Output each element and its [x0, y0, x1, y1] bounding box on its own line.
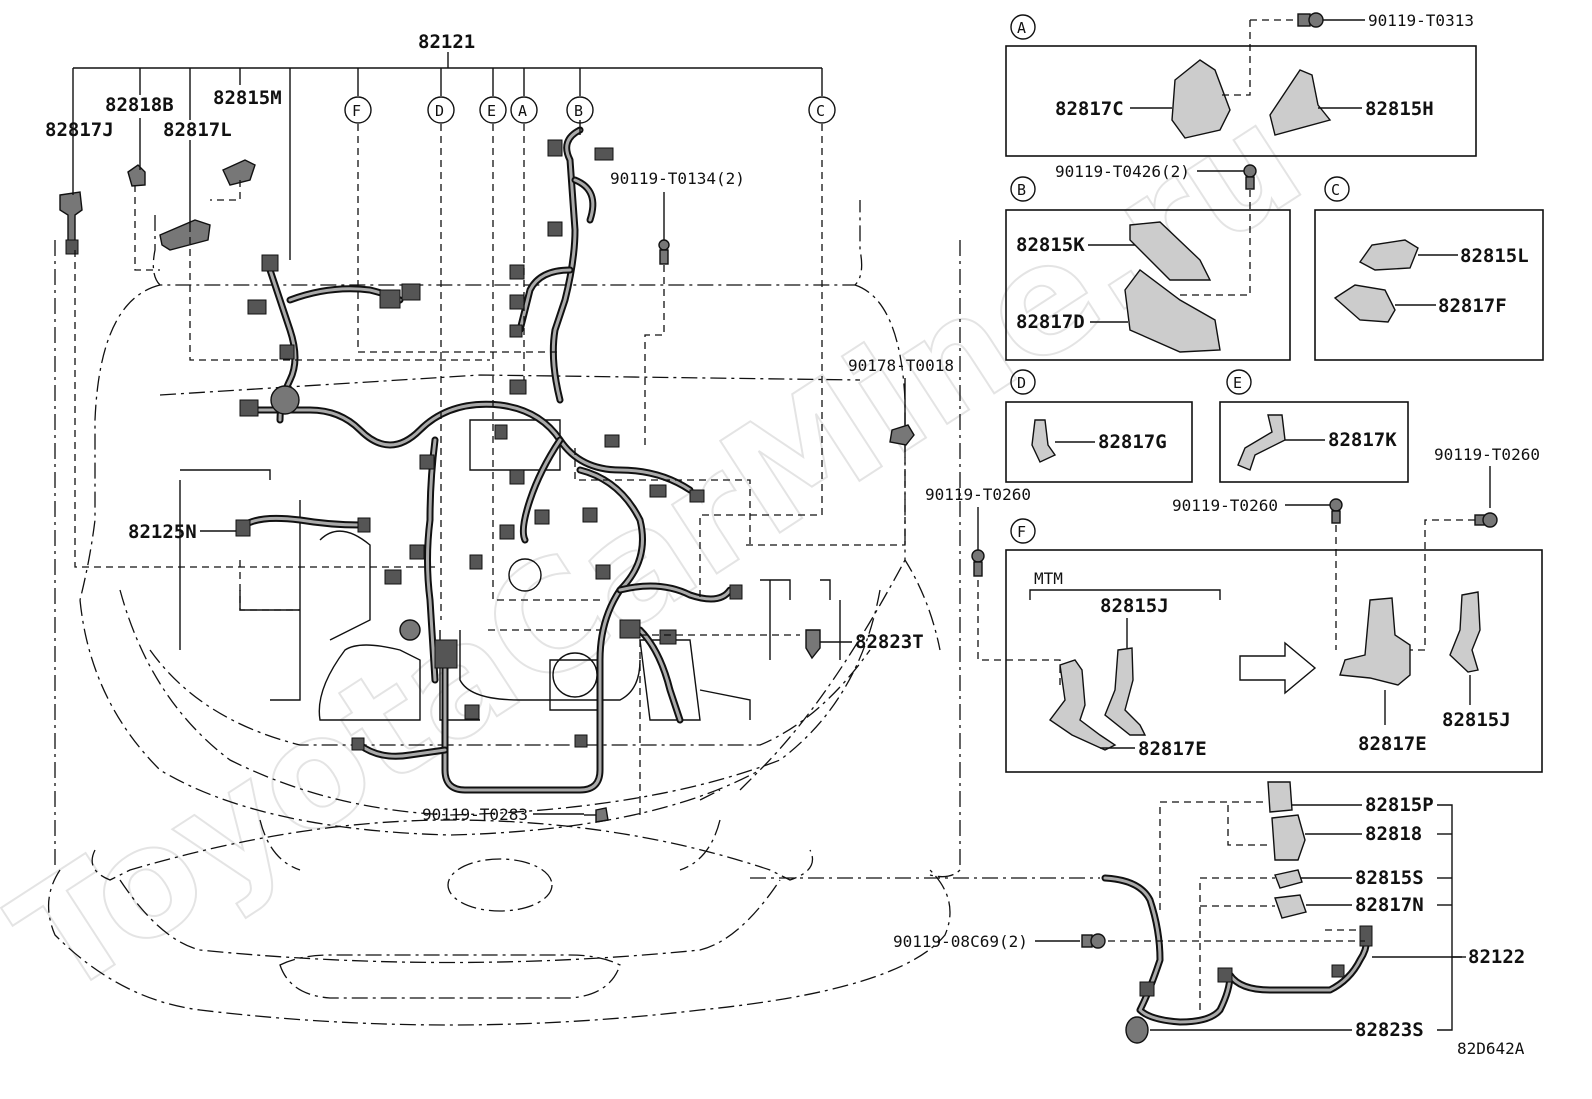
svg-text:C: C: [816, 102, 825, 120]
diagram-code: 82D642A: [1457, 1039, 1525, 1058]
label-82817G[interactable]: 82817G: [1098, 431, 1167, 453]
label-82121[interactable]: 82121: [418, 31, 475, 53]
label-82815K[interactable]: 82815K: [1016, 234, 1085, 256]
label-82823T[interactable]: 82823T: [855, 631, 924, 653]
callout-b: B: [566, 96, 594, 124]
car-body-outline: [47, 200, 961, 1026]
label-90119-T0260-mid[interactable]: 90119-T0260: [1172, 496, 1278, 515]
label-82823S[interactable]: 82823S: [1355, 1019, 1424, 1041]
label-82815L[interactable]: 82815L: [1460, 245, 1529, 267]
label-90119-T0313[interactable]: 90119-T0313: [1368, 11, 1474, 30]
svg-text:E: E: [487, 102, 496, 120]
engine-harness-82121: [235, 126, 743, 794]
label-90119-T0426[interactable]: 90119-T0426(2): [1055, 162, 1190, 181]
label-90119-T0283[interactable]: 90119-T0283: [422, 805, 528, 824]
callout-d: D: [427, 96, 455, 124]
svg-text:D: D: [435, 102, 444, 120]
label-82817D[interactable]: 82817D: [1016, 311, 1085, 333]
label-90119-T0134[interactable]: 90119-T0134(2): [610, 169, 745, 188]
harness-82122: 82815P 82818 82815S 82817N 82122 82823S …: [750, 781, 1525, 1044]
label-82122[interactable]: 82122: [1468, 946, 1525, 968]
label-82817K[interactable]: 82817K: [1328, 429, 1397, 451]
detail-box-b: B 90119-T0426(2) 82815K 82817D: [1005, 162, 1291, 361]
label-82817C[interactable]: 82817C: [1055, 98, 1124, 120]
label-82818B[interactable]: 82818B: [105, 94, 174, 116]
label-82817L[interactable]: 82817L: [163, 119, 232, 141]
svg-text:F: F: [1017, 523, 1026, 541]
label-mtm: MTM: [1034, 569, 1063, 588]
detail-box-c: C 82815L 82817F: [1314, 176, 1544, 361]
label-82817E-right[interactable]: 82817E: [1358, 733, 1427, 755]
label-82817E-left[interactable]: 82817E: [1138, 738, 1207, 760]
label-82815J-left[interactable]: 82815J: [1100, 595, 1169, 617]
label-90119-T0260-left[interactable]: 90119-T0260: [925, 485, 1031, 504]
label-82815P[interactable]: 82815P: [1365, 794, 1434, 816]
detail-box-f: 90119-T0260 90119-T0260 90119-T0260 F MT…: [925, 445, 1543, 773]
callout-f: F: [344, 96, 372, 124]
label-82818[interactable]: 82818: [1365, 823, 1422, 845]
label-82815H[interactable]: 82815H: [1365, 98, 1434, 120]
callout-a: A: [510, 96, 538, 124]
label-82815J-right[interactable]: 82815J: [1442, 709, 1511, 731]
svg-text:B: B: [1017, 181, 1026, 199]
detail-box-a: A 90119-T0313 82817C 82815H: [1005, 11, 1477, 157]
arrow-right-icon: [1239, 641, 1317, 695]
harness-header-lines: [72, 52, 823, 260]
detail-box-d: D 82817G: [1005, 369, 1193, 483]
svg-text:B: B: [574, 102, 583, 120]
label-90178-T0018[interactable]: 90178-T0018: [848, 356, 954, 375]
svg-text:D: D: [1017, 374, 1026, 392]
left-small-parts: [59, 159, 915, 823]
engine-sketch: [179, 419, 841, 721]
main-callouts: F D E A B C: [344, 96, 836, 124]
callout-e: E: [479, 96, 507, 124]
label-90119-08C69[interactable]: 90119-08C69(2): [893, 932, 1028, 951]
main-labels: 82121 82817J 82818B 82817L 82815M 82125N…: [45, 31, 954, 824]
callout-c: C: [808, 96, 836, 124]
label-82815M[interactable]: 82815M: [213, 87, 282, 109]
svg-text:A: A: [1017, 19, 1026, 37]
label-82125N[interactable]: 82125N: [128, 521, 197, 543]
svg-text:C: C: [1331, 181, 1340, 199]
label-90119-T0260-right[interactable]: 90119-T0260: [1434, 445, 1540, 464]
svg-text:A: A: [518, 102, 527, 120]
harness-dashed-ties: [74, 124, 906, 815]
label-82817F[interactable]: 82817F: [1438, 295, 1507, 317]
label-82817N[interactable]: 82817N: [1355, 894, 1424, 916]
svg-text:F: F: [352, 102, 361, 120]
detail-box-e: E 82817K: [1219, 369, 1409, 483]
label-82817J[interactable]: 82817J: [45, 119, 114, 141]
svg-text:E: E: [1233, 374, 1242, 392]
label-82815S[interactable]: 82815S: [1355, 867, 1424, 889]
